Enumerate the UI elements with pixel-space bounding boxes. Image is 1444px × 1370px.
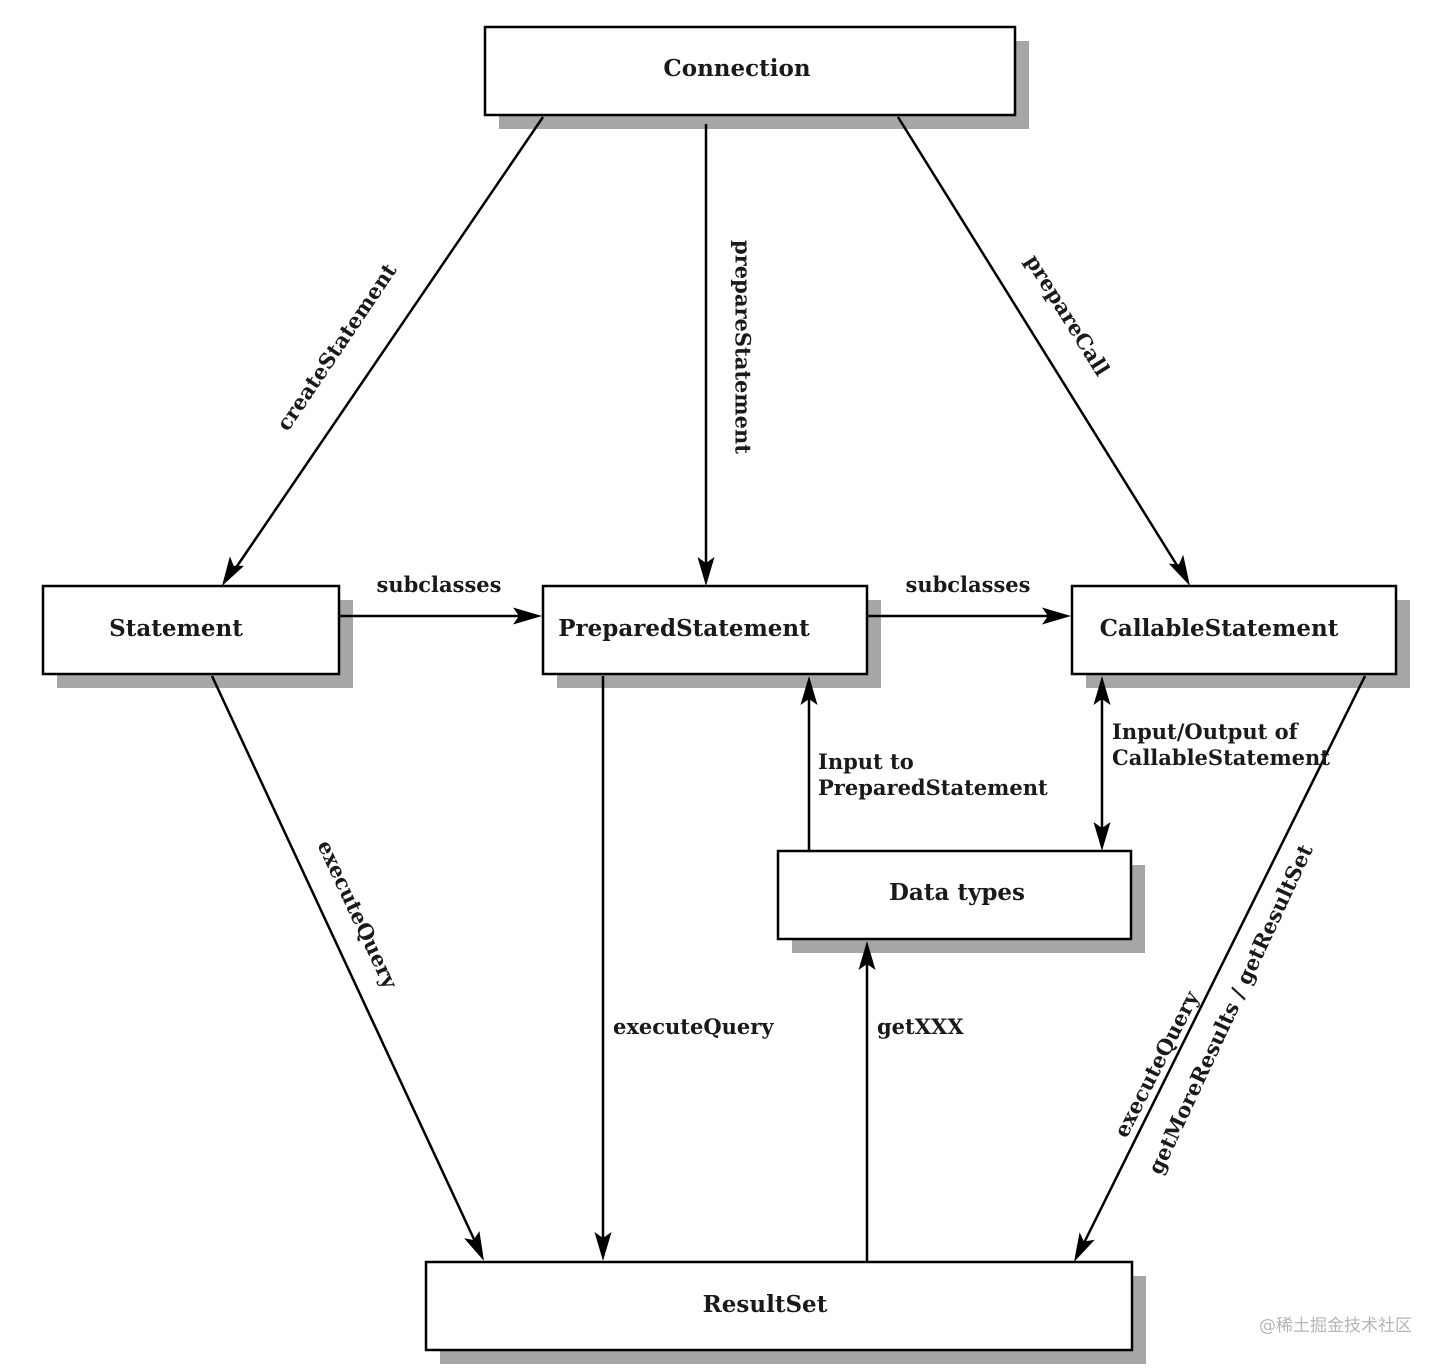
execute-query-statement-line (210, 675, 481, 1251)
execute-query-prepared-arrowhead (594, 1232, 612, 1261)
get-xxx-arrowhead (858, 941, 876, 970)
prepare-call-label: prepareCall (1021, 250, 1115, 380)
data-types-node: Data types (776, 849, 1145, 953)
subclasses-1-arrowhead (513, 607, 542, 625)
connection-node: Connection (483, 25, 1029, 129)
subclasses-2-arrowhead (1042, 607, 1071, 625)
data-types-node-label: Data types (889, 879, 1025, 906)
edge-input-to-prepared (800, 676, 818, 851)
connection-node-box (483, 25, 1017, 117)
prepared-statement-node-box (541, 584, 869, 676)
data-types-node-box (776, 849, 1133, 941)
execute-query-statement-label: executeQuery (313, 836, 404, 993)
callable-statement-node: CallableStatement (1070, 584, 1410, 688)
prepared-statement-node-label: PreparedStatement (558, 615, 810, 642)
prepare-statement-arrowhead (697, 557, 715, 586)
edge-prepare-call (896, 116, 1190, 586)
create-statement-line (229, 116, 545, 576)
create-statement-label: createStatement (271, 258, 401, 435)
input-to-prepared-arrowhead (800, 676, 818, 705)
execute-query-callable-line (1078, 675, 1367, 1252)
inout-callable-arrowhead-down (1093, 822, 1111, 851)
edge-get-xxx (858, 941, 876, 1262)
execute-query-prepared-label: executeQuery (613, 1014, 774, 1039)
edge-execute-query-statement (210, 675, 484, 1261)
prepared-statement-node: PreparedStatement (541, 584, 881, 688)
edge-execute-query-callable (1074, 675, 1367, 1262)
statement-node-box (41, 584, 341, 676)
get-more-results-label: getMoreResults / getResultSet (1143, 840, 1318, 1178)
edge-subclasses-1 (339, 607, 542, 625)
connection-node-label: Connection (663, 55, 810, 82)
inout-callable-arrowhead-up (1093, 676, 1111, 705)
result-set-node: ResultSet (424, 1260, 1146, 1364)
create-statement-arrowhead (222, 556, 244, 586)
subclasses-2-label: subclasses (906, 572, 1031, 597)
input-to-prepared-label-line1: Input to (818, 749, 914, 774)
input-to-prepared-label-line2: PreparedStatement (818, 775, 1048, 800)
watermark-text: @稀土掘金技术社区 (1259, 1316, 1412, 1336)
callable-statement-node-box (1070, 584, 1398, 676)
execute-query-callable-arrowhead (1074, 1232, 1095, 1262)
inout-callable-label-line1: Input/Output of (1112, 719, 1300, 744)
edge-create-statement (222, 116, 545, 586)
subclasses-1-label: subclasses (377, 572, 502, 597)
get-xxx-label: getXXX (877, 1014, 964, 1039)
statement-node-label: Statement (109, 615, 243, 642)
inout-callable-label-line2: CallableStatement (1112, 745, 1330, 770)
execute-query-statement-arrowhead (464, 1231, 484, 1261)
edge-prepare-statement (697, 124, 715, 586)
edge-subclasses-2 (867, 607, 1071, 625)
result-set-node-label: ResultSet (703, 1291, 828, 1318)
statement-node: Statement (41, 584, 353, 688)
callable-statement-node-label: CallableStatement (1100, 615, 1339, 642)
edge-execute-query-prepared (594, 676, 612, 1261)
edge-inout-callable (1093, 676, 1111, 851)
prepare-statement-label: prepareStatement (731, 240, 756, 454)
prepare-call-line (896, 116, 1185, 576)
prepare-call-arrowhead (1168, 554, 1190, 586)
result-set-node-box (424, 1260, 1134, 1352)
